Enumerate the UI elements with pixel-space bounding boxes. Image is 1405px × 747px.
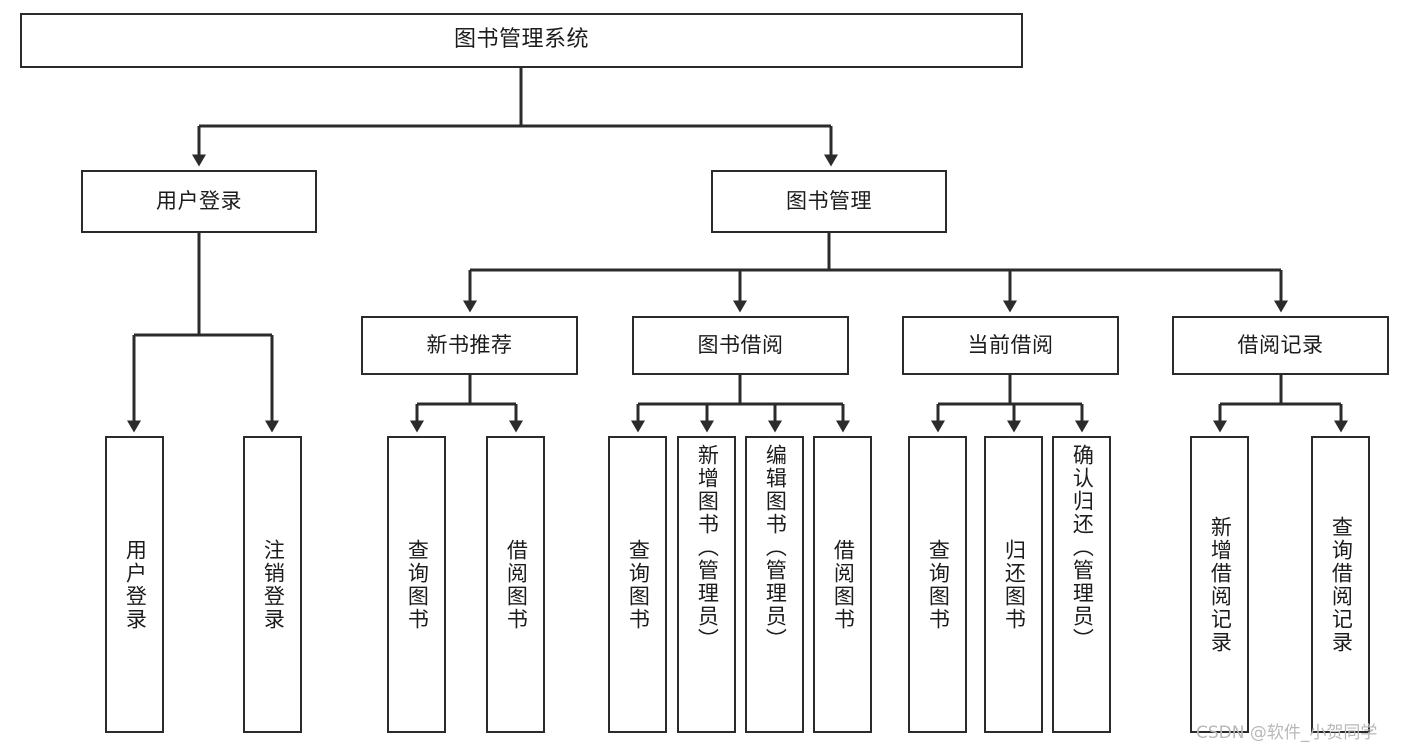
leaf-node-label: 新增借阅记录 [1208,515,1233,654]
leaf-node-label: 查询借阅记录 [1329,515,1354,654]
leaf-node-label: 借阅图书 [831,538,856,631]
leaf-node[interactable]: 查询借阅记录 [1311,436,1370,733]
node-current-borrow-label: 当前借阅 [967,332,1054,357]
node-book-borrow-label: 图书借阅 [697,332,784,357]
watermark-text: CSDN @软件_小贺同学 [1196,723,1378,743]
node-borrow-records[interactable]: 借阅记录 [1172,316,1389,375]
leaf-node-label: 确认归还（管理员） [1070,444,1095,651]
leaf-node-label: 查询图书 [626,538,651,631]
node-borrow-records-label: 借阅记录 [1237,332,1324,357]
node-new-book-recommend-label: 新书推荐 [426,332,513,357]
leaf-node[interactable]: 注销登录 [243,436,302,733]
leaf-node[interactable]: 查询图书 [387,436,446,733]
leaf-node[interactable]: 查询图书 [908,436,967,733]
leaf-node-label: 归还图书 [1002,538,1027,631]
leaf-node-label: 借阅图书 [504,538,529,631]
leaf-node[interactable]: 借阅图书 [813,436,872,733]
node-current-borrow[interactable]: 当前借阅 [902,316,1119,375]
leaf-node[interactable]: 借阅图书 [486,436,545,733]
leaf-node-label: 查询图书 [405,538,430,631]
node-root-label: 图书管理系统 [453,27,589,53]
leaf-node[interactable]: 确认归还（管理员） [1052,436,1111,733]
leaf-node[interactable]: 新增借阅记录 [1190,436,1249,733]
node-book-borrow[interactable]: 图书借阅 [632,316,849,375]
node-book-management[interactable]: 图书管理 [711,170,947,233]
node-root[interactable]: 图书管理系统 [20,13,1023,68]
leaf-node-label: 注销登录 [261,538,286,631]
node-book-management-label: 图书管理 [786,188,872,213]
leaf-node-label: 查询图书 [926,538,951,631]
leaf-node-label: 编辑图书（管理员） [763,444,788,651]
leaf-node[interactable]: 用户登录 [105,436,164,733]
leaf-node[interactable]: 新增图书（管理员） [677,436,736,733]
leaf-node[interactable]: 归还图书 [984,436,1043,733]
leaf-node-label: 新增图书（管理员） [695,444,720,651]
node-user-login[interactable]: 用户登录 [81,170,317,233]
leaf-node-label: 用户登录 [123,538,148,631]
leaf-node[interactable]: 编辑图书（管理员） [745,436,804,733]
leaf-node[interactable]: 查询图书 [608,436,667,733]
node-new-book-recommend[interactable]: 新书推荐 [361,316,578,375]
node-user-login-label: 用户登录 [156,188,242,213]
